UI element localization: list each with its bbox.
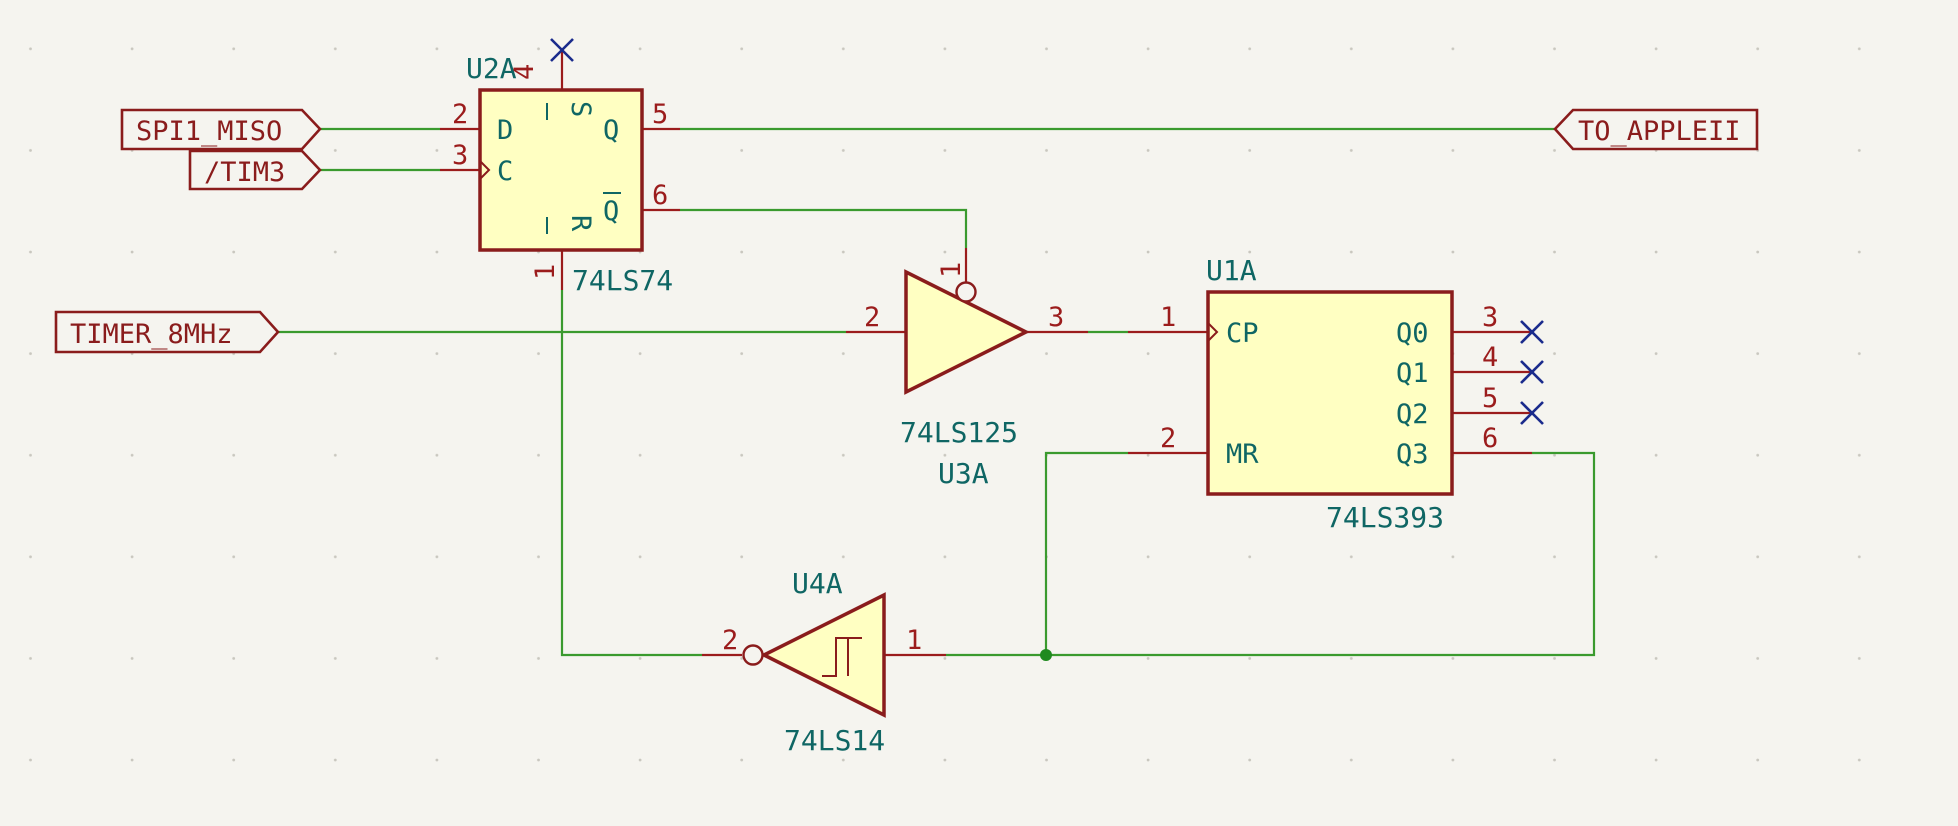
u1a-pin-q2-name: Q2 [1396, 399, 1429, 430]
u1a-pin-cp-name: CP [1226, 318, 1259, 349]
u3a-pin-2-number: 2 [864, 302, 880, 333]
u1a-pin-q3-name: Q3 [1396, 439, 1429, 470]
u1a-pin-q1-name: Q1 [1396, 358, 1429, 389]
u4a-value: 74LS14 [784, 724, 885, 757]
wire-q3-loop [946, 451, 1596, 657]
u2a-pin-5-number: 5 [652, 99, 668, 130]
u3a-value: 74LS125 [900, 416, 1018, 449]
label-to-appleii-text: TO_APPLEII [1578, 116, 1741, 147]
u2a-pin-q-name: Q [603, 115, 619, 146]
u1a-pin-2-number: 2 [1160, 423, 1176, 454]
no-connect-marker-u1a-q1 [1520, 360, 1544, 384]
wire-to-mr [1044, 451, 1128, 655]
u1a-pin-5-number: 5 [1482, 383, 1498, 414]
u3a-pin-3-number: 3 [1048, 302, 1064, 333]
u1a-pin-q0-name: Q0 [1396, 318, 1429, 349]
u2a-pin-d-name: D [497, 115, 513, 146]
u4a-body [760, 592, 886, 718]
u2a-pin-s-name: S [565, 101, 596, 117]
label-tim3-text: /TIM3 [204, 157, 285, 188]
u2a-pin-qbar-name: Q [603, 196, 619, 227]
u2a-pin-c-name: C [497, 156, 513, 187]
u1a-pin-4-number: 4 [1482, 342, 1498, 373]
u1a-value: 74LS393 [1326, 501, 1444, 534]
wire-reset-feedback [560, 290, 702, 657]
u1a-pin-6-number: 6 [1482, 423, 1498, 454]
u2a-pin-r-name: R [565, 215, 596, 232]
label-to-appleii[interactable]: TO_APPLEII [1553, 108, 1759, 151]
u1a-clock-marker [1207, 322, 1219, 342]
component-u4a[interactable]: 2 1 U4A 74LS14 [702, 567, 946, 757]
label-spi1-miso-text: SPI1_MISO [136, 116, 282, 147]
u2a-clock-marker [479, 160, 491, 180]
u4a-pin-2-number: 2 [722, 625, 738, 656]
u1a-body [1206, 290, 1454, 496]
wires [278, 127, 1596, 661]
u1a-reference: U1A [1206, 254, 1257, 287]
component-u3a[interactable]: 2 3 1 74LS125 U3A [846, 248, 1088, 490]
u1a-pin-3-number: 3 [1482, 302, 1498, 333]
u2a-body [478, 88, 644, 252]
component-u1a[interactable]: U1A 74LS393 CP MR Q0 Q1 Q2 Q3 1 2 3 4 5 … [1128, 254, 1544, 534]
u2a-pin-2-number: 2 [452, 99, 468, 130]
label-tim3[interactable]: /TIM3 [188, 149, 322, 191]
u2a-pin-4-number: 4 [509, 64, 540, 80]
label-spi1-miso[interactable]: SPI1_MISO [120, 108, 322, 151]
label-timer-8mhz-text: TIMER_8MHz [70, 319, 233, 350]
u2a-pin-1-number: 1 [530, 264, 561, 280]
no-connect-marker-u2a-s [550, 38, 574, 62]
u2a-pin-6-number: 6 [652, 180, 668, 211]
u4a-inverter-bubble [742, 644, 764, 666]
component-u2a[interactable]: U2A 74LS74 D C Q Q S R 2 3 5 6 4 1 [440, 38, 680, 297]
u3a-reference: U3A [938, 457, 989, 490]
wire-qbar-to-oe [680, 208, 968, 248]
junction-dot [1040, 649, 1052, 661]
no-connect-marker-u1a-q0 [1520, 320, 1544, 344]
u4a-reference: U4A [792, 567, 843, 600]
u1a-pin-1-number: 1 [1160, 302, 1176, 333]
label-timer-8mhz[interactable]: TIMER_8MHz [54, 310, 280, 354]
u2a-pin-3-number: 3 [452, 140, 468, 171]
u2a-reference: U2A [466, 52, 517, 85]
no-connect-marker-u1a-q2 [1520, 401, 1544, 425]
u3a-enable-bubble [955, 281, 977, 303]
u3a-pin-1-number: 1 [936, 262, 967, 278]
u4a-pin-1-number: 1 [906, 625, 922, 656]
u2a-value: 74LS74 [572, 264, 673, 297]
u1a-pin-mr-name: MR [1226, 439, 1259, 470]
